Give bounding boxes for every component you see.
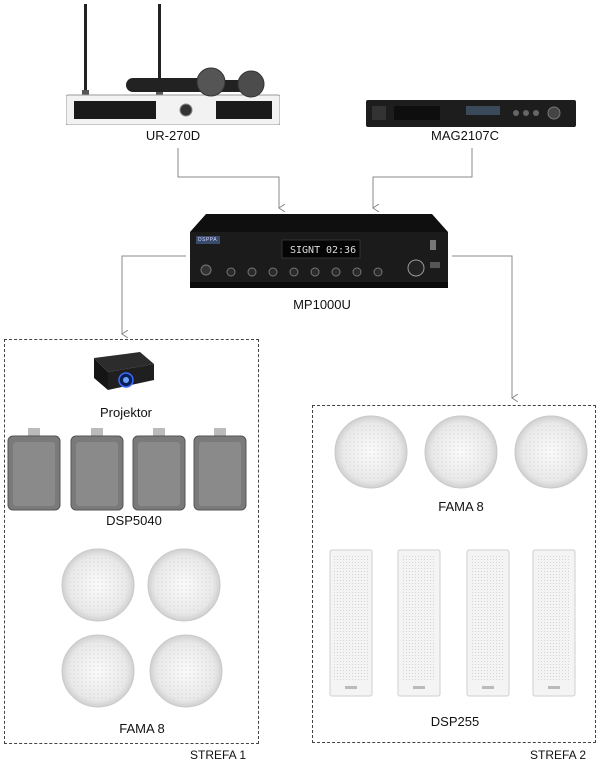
zone1-name: STREFA 1	[190, 748, 247, 762]
amplifier-brand-logo: DSPPA	[198, 237, 218, 243]
amplifier-display-right: 02:36	[326, 245, 357, 256]
wireless-receiver	[65, 0, 281, 126]
projector-label: Projektor	[99, 405, 153, 420]
media-player-image	[366, 100, 576, 127]
zone1-ceiling-label: FAMA 8	[119, 721, 165, 736]
line-player-to-amp	[373, 148, 473, 208]
amplifier-image	[190, 214, 448, 288]
zone2-column-label: DSP255	[430, 714, 480, 729]
column-speaker	[532, 549, 576, 697]
ceiling-speaker	[147, 548, 221, 622]
wall-speakers-label: DSP5040	[106, 513, 162, 528]
wall-speaker	[132, 428, 186, 511]
ceiling-speaker	[61, 634, 135, 708]
zone2-ceiling-label: FAMA 8	[438, 499, 484, 514]
wireless-receiver-label: UR-270D	[145, 128, 201, 143]
wall-speaker	[70, 428, 124, 511]
line-amp-to-zone2	[452, 255, 512, 398]
column-speaker	[397, 549, 441, 697]
ceiling-speaker	[424, 415, 498, 489]
wall-speaker	[193, 428, 247, 511]
line-amp-to-zone1	[122, 255, 186, 334]
zone2-name: STREFA 2	[530, 748, 587, 762]
line-receiver-to-amp	[177, 148, 279, 208]
amplifier-display-left: SIGNT	[290, 245, 321, 256]
projector-image	[94, 352, 154, 390]
ceiling-speaker	[149, 634, 223, 708]
amplifier-label: MP1000U	[293, 297, 351, 312]
media-player	[366, 98, 576, 128]
ceiling-speaker	[334, 415, 408, 489]
ceiling-speaker	[514, 415, 588, 489]
zone2-box	[312, 405, 596, 743]
column-speaker	[466, 549, 510, 697]
wall-speaker	[7, 428, 61, 511]
zone1-box	[4, 339, 259, 744]
wall-speakers-svg	[7, 428, 247, 511]
media-player-label: MAG2107C	[431, 128, 499, 143]
wireless-receiver-image	[65, 4, 281, 126]
ceiling-speaker	[61, 548, 135, 622]
zone1-ceiling-speakers-svg	[61, 548, 223, 708]
column-speaker	[329, 549, 373, 697]
projector	[86, 350, 156, 392]
amplifier: SIGNT 02:36 DSPPA	[186, 212, 452, 290]
